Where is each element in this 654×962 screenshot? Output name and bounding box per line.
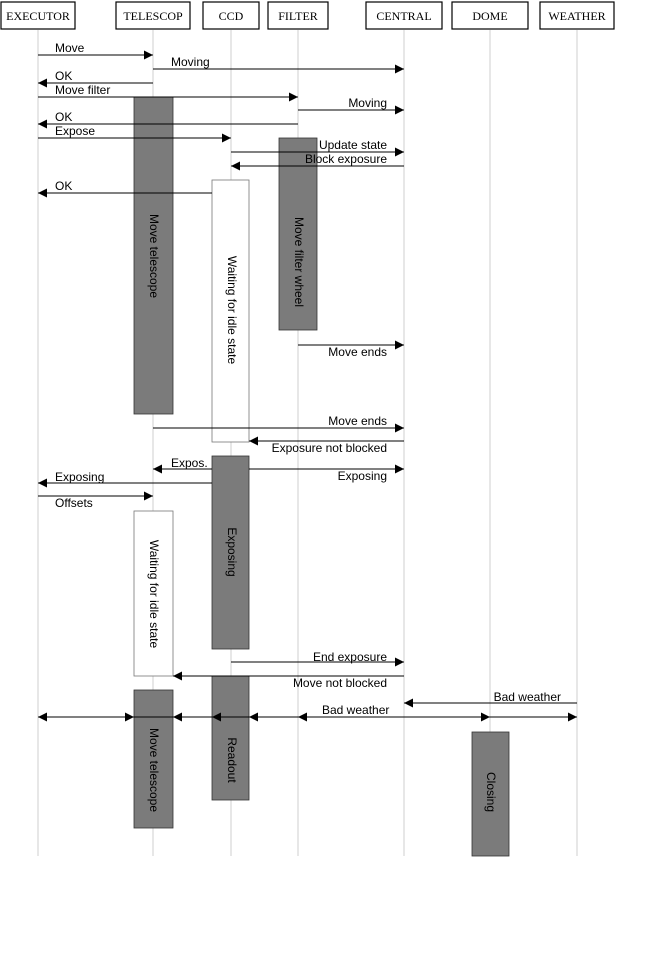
activation-label-move-telescope-1: Move telescope xyxy=(147,214,161,298)
message-move: Move xyxy=(38,41,153,60)
actor-label: EXECUTOR xyxy=(6,9,70,23)
message-label: Move not blocked xyxy=(293,676,387,690)
message-label: Exposure not blocked xyxy=(272,441,387,455)
actor-label: WEATHER xyxy=(548,9,605,23)
message-block-exposure: Block exposure xyxy=(231,152,404,171)
actor-weather: WEATHER xyxy=(539,1,615,30)
message-label: Bad weather xyxy=(322,703,389,717)
actor-label: DOME xyxy=(472,9,507,23)
message-expose: Expose xyxy=(38,124,231,143)
actor-label: CENTRAL xyxy=(376,9,431,23)
message-exposing-executor: Exposing xyxy=(38,470,212,488)
actor-executor: EXECUTOR xyxy=(0,1,76,30)
message-label: Bad weather xyxy=(494,690,561,704)
activation-closing xyxy=(471,731,510,857)
message-ok-1: OK xyxy=(38,69,153,88)
message-label: Block exposure xyxy=(305,152,387,166)
message-label: Move ends xyxy=(328,414,387,428)
activation-move-filter-wheel xyxy=(278,137,318,331)
message-label: OK xyxy=(55,110,72,124)
message-label: Offsets xyxy=(55,496,93,510)
message-moving-2: Moving xyxy=(298,96,404,115)
message-label: Move ends xyxy=(328,345,387,359)
message-move-filter: Move filter xyxy=(38,83,298,102)
message-label: Move filter xyxy=(55,83,110,97)
actor-dome: DOME xyxy=(451,1,529,30)
activation-waiting-idle-telescop xyxy=(133,510,174,677)
message-label: Expose xyxy=(55,124,95,138)
message-bad-weather-broadcast: Bad weather xyxy=(38,703,577,722)
message-label: Exposing xyxy=(55,470,104,484)
message-bad-weather-in: Bad weather xyxy=(404,690,577,708)
message-end-exposure: End exposure xyxy=(231,650,404,667)
message-update-state: Update state xyxy=(231,138,404,157)
activation-label-waiting-idle-telescop: Waiting for idle state xyxy=(147,540,161,649)
activation-label-move-telescope-2: Move telescope xyxy=(147,728,161,812)
activation-label-exposing: Exposing xyxy=(225,527,239,576)
message-exposing-central: Exposing xyxy=(249,464,404,483)
actor-central: CENTRAL xyxy=(365,1,443,30)
message-label: Moving xyxy=(348,96,387,110)
activation-move-telescope-1 xyxy=(133,96,174,415)
activation-label-closing: Closing xyxy=(484,772,498,812)
actor-filter: FILTER xyxy=(267,1,329,30)
message-expos: Expos. xyxy=(153,456,212,474)
message-move-not-blocked: Move not blocked xyxy=(173,671,404,690)
activation-readout xyxy=(211,675,250,801)
activation-exposing xyxy=(211,455,250,650)
message-label: End exposure xyxy=(313,650,387,664)
message-label: Expos. xyxy=(171,456,208,470)
message-moving-1: Moving xyxy=(153,55,404,74)
message-ok-3: OK xyxy=(38,179,212,198)
message-label: Moving xyxy=(171,55,210,69)
message-label: OK xyxy=(55,179,72,193)
actor-label: CCD xyxy=(219,9,244,23)
message-offsets: Offsets xyxy=(38,491,153,510)
message-label: Exposing xyxy=(338,469,387,483)
actor-telescop: TELESCOP xyxy=(115,1,191,30)
message-exposure-not-blocked: Exposure not blocked xyxy=(249,436,404,455)
actor-ccd: CCD xyxy=(202,1,260,30)
actor-label: FILTER xyxy=(278,9,318,23)
message-ok-2: OK xyxy=(38,110,298,129)
message-label: Update state xyxy=(319,138,387,152)
activation-waiting-idle-ccd xyxy=(211,179,250,443)
actor-label: TELESCOP xyxy=(123,9,183,23)
message-move-ends-2: Move ends xyxy=(153,414,404,433)
message-label: Move xyxy=(55,41,85,55)
message-move-ends-1: Move ends xyxy=(298,340,404,359)
activation-move-telescope-2 xyxy=(133,689,174,829)
message-label: OK xyxy=(55,69,72,83)
activation-label-move-filter-wheel: Move filter wheel xyxy=(292,217,306,307)
activation-label-readout: Readout xyxy=(225,737,239,783)
activation-label-waiting-idle-ccd: Waiting for idle state xyxy=(225,256,239,365)
